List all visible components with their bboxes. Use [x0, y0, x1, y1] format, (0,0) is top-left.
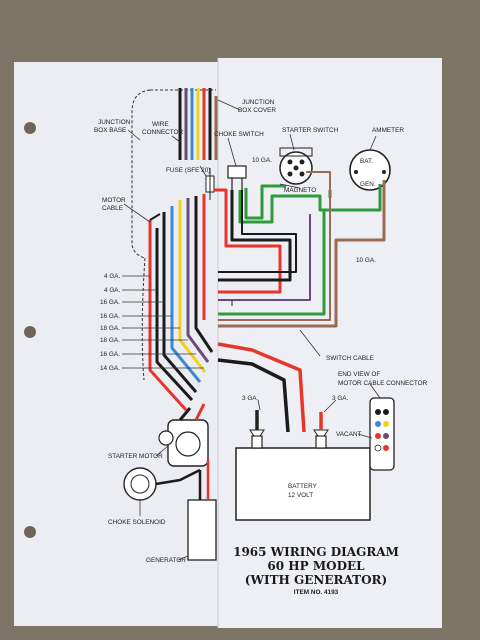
battery: BATTERY 12 VOLT	[235, 410, 371, 521]
label-motor-cable-2: CABLE	[102, 205, 123, 212]
label-junction-box-base-2: BOX BASE	[94, 127, 126, 134]
gauge-label: 18 GA.	[100, 337, 120, 344]
binder-hole-bottom	[24, 526, 36, 538]
label-junction-box-base-1: JUNCTION	[98, 119, 131, 126]
label-end-view-1: END VIEW OF	[338, 371, 380, 378]
motor-cable-outline	[141, 257, 146, 381]
label-choke-switch: CHOKE SWITCH	[214, 131, 264, 138]
cable-bundle-top	[178, 88, 218, 160]
generator	[187, 460, 217, 561]
leader-lines	[122, 99, 381, 561]
dash-wires	[214, 171, 386, 328]
gauge-label: 4 GA.	[104, 287, 121, 294]
ammeter-gen-label: GEN.	[360, 181, 376, 188]
diagram-labels: JUNCTION BOX COVER JUNCTION BOX BASE WIR…	[94, 99, 428, 564]
label-fuse: FUSE (SFE 20)	[166, 167, 210, 174]
battery-label-line1: BATTERY	[288, 483, 318, 490]
label-end-view-2: MOTOR CABLE CONNECTOR	[338, 380, 428, 387]
starter-switch	[279, 147, 313, 185]
right-sheet	[218, 58, 442, 628]
label-junction-box-cover-2: BOX COVER	[238, 107, 276, 114]
title-line-3: (WITH GENERATOR)	[245, 573, 387, 587]
label-junction-box-cover-1: JUNCTION	[242, 99, 275, 106]
gauge-label: 16 GA.	[100, 351, 120, 358]
title-line-1: 1965 WIRING DIAGRAM	[233, 545, 399, 559]
label-choke-solenoid: CHOKE SOLENOID	[108, 519, 166, 526]
label-generator: GENERATOR	[146, 557, 186, 564]
gauge-label: 16 GA.	[100, 299, 120, 306]
label-3ga-left: 3 GA.	[242, 395, 259, 402]
gauge-label: 14 GA.	[100, 365, 120, 372]
starter-motor	[158, 403, 209, 467]
label-wire-connector-2: CONNECTOR	[142, 129, 183, 136]
label-magneto: MAGNETO	[284, 187, 316, 194]
gauge-label: 4 GA.	[104, 273, 121, 280]
battery-label-line2: 12 VOLT	[288, 492, 313, 499]
end-view-connector	[369, 397, 395, 471]
title-line-2: 60 HP MODEL	[267, 559, 365, 573]
choke-solenoid	[123, 467, 201, 501]
title-block: 1965 WIRING DIAGRAM 60 HP MODEL (WITH GE…	[233, 545, 399, 596]
label-10ga-right: 10 GA.	[356, 257, 376, 264]
battery-cables	[217, 342, 306, 433]
title-item-number: ITEM NO. 4193	[294, 589, 339, 596]
ammeter-bat-label: BAT.	[360, 158, 373, 165]
binder-hole-top	[24, 122, 36, 134]
motor-cable-wires	[148, 194, 214, 412]
paper-sheets	[14, 58, 442, 628]
label-wire-connector-1: WIRE	[152, 121, 169, 128]
label-vacant: VACANT	[336, 431, 362, 438]
label-starter-motor: STARTER MOTOR	[108, 453, 163, 460]
label-ammeter: AMMETER	[372, 127, 404, 134]
gauge-label: 18 GA.	[100, 325, 120, 332]
binder-hole-middle	[24, 326, 36, 338]
fuse	[205, 168, 215, 200]
label-switch-cable: SWITCH CABLE	[326, 355, 374, 362]
gauge-list: 4 GA. 4 GA. 16 GA. 16 GA. 18 GA. 18 GA. …	[100, 273, 121, 372]
choke-switch	[227, 165, 247, 190]
label-motor-cable-1: MOTOR	[102, 197, 126, 204]
label-starter-switch: STARTER SWITCH	[282, 127, 339, 134]
label-10ga-top: 10 GA.	[252, 157, 272, 164]
label-3ga-right: 3 GA.	[332, 395, 349, 402]
gauge-label: 16 GA.	[100, 313, 120, 320]
